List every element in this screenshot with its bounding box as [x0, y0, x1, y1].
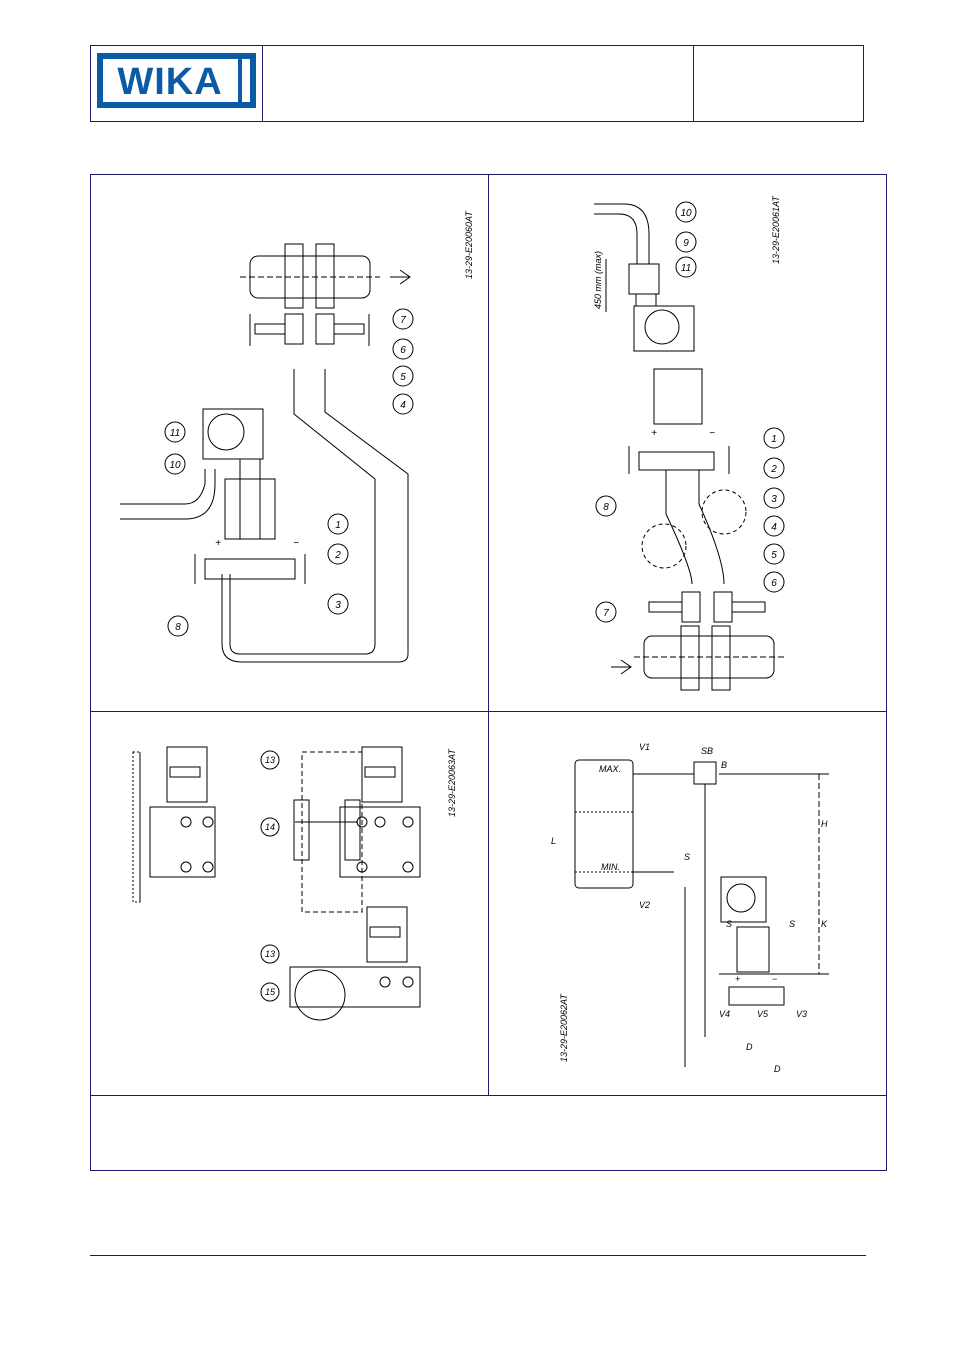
svg-text:WIKA: WIKA	[117, 61, 222, 103]
sign-minus-d: −	[772, 974, 777, 984]
callout-2b: 2	[770, 464, 777, 475]
panel-bottom-right-drawing: V1 SB B MAX. MIN. V2 S L H K S S V4 V5 V…	[551, 742, 829, 1074]
panel-top-left-drawing: 1 2 3 4 5 6 7 8 10 11 + − 13-29-E20060AT	[120, 210, 474, 663]
label-k: K	[821, 919, 828, 929]
label-l: L	[551, 836, 556, 846]
drawing-code-tl: 13-29-E20060AT	[464, 210, 474, 279]
callout-8b: 8	[603, 502, 609, 513]
callout-1b: 1	[771, 434, 777, 445]
callout-5b: 5	[771, 550, 777, 561]
header-divider-2	[693, 45, 694, 122]
label-s1: S	[684, 852, 690, 862]
callout-13a: 13	[265, 755, 275, 765]
label-v3: V3	[796, 1009, 807, 1019]
panel-bottom-left-drawing: 13 14 13 15 13-29-E20063AT	[132, 746, 457, 1021]
panel-top-right-drawing: 10 9 11 1 2 3 4 5 6 7 8 + − 450 mm (max)…	[593, 195, 785, 691]
label-max: MAX.	[599, 764, 621, 774]
callout-3: 3	[335, 600, 341, 611]
callout-10: 10	[169, 460, 181, 471]
horizontal-divider-1	[90, 711, 887, 712]
label-s2: S	[726, 919, 732, 929]
label-h: H	[821, 819, 828, 829]
vertical-divider	[488, 174, 489, 1095]
callout-9b: 9	[683, 238, 689, 249]
callout-6b: 6	[771, 578, 777, 589]
label-d1: D	[746, 1042, 753, 1052]
header-frame	[90, 45, 864, 122]
callout-11: 11	[170, 428, 180, 439]
header-title-cell	[270, 60, 680, 90]
label-s3: S	[789, 919, 795, 929]
sign-plus-b: +	[651, 428, 657, 439]
drawing-code-tr: 13-29-E20061AT	[771, 195, 781, 264]
callout-7b: 7	[603, 608, 609, 619]
sign-minus: −	[293, 538, 299, 549]
drawing-code-bl: 13-29-E20063AT	[447, 748, 457, 817]
label-v1: V1	[639, 742, 650, 752]
callout-14: 14	[265, 822, 275, 832]
callout-1: 1	[335, 520, 341, 531]
label-b: B	[721, 760, 727, 770]
callout-3b: 3	[771, 494, 777, 505]
drawing-code-br: 13-29-E20062AT	[559, 993, 569, 1062]
callout-15: 15	[265, 987, 276, 997]
callout-11b: 11	[681, 263, 691, 274]
label-v4: V4	[719, 1009, 730, 1019]
label-v5: V5	[757, 1009, 769, 1019]
callout-4: 4	[400, 400, 406, 411]
sign-plus-d: +	[735, 974, 740, 984]
dimension-label: 450 mm (max)	[593, 251, 603, 309]
callout-2: 2	[334, 550, 341, 561]
header-code-cell	[700, 60, 850, 90]
horizontal-divider-2	[90, 1095, 887, 1096]
sign-plus: +	[215, 538, 221, 549]
label-min: MIN.	[601, 862, 620, 872]
sign-minus-b: −	[709, 428, 715, 439]
footer-rule	[90, 1255, 866, 1256]
callout-13b: 13	[265, 949, 275, 959]
callout-10b: 10	[680, 208, 692, 219]
label-sb: SB	[701, 746, 713, 756]
callout-8: 8	[175, 622, 181, 633]
callout-4b: 4	[771, 522, 777, 533]
footer-note	[100, 1105, 870, 1155]
label-d2: D	[774, 1064, 781, 1074]
callout-5: 5	[400, 372, 406, 383]
callout-7: 7	[400, 315, 406, 326]
header-divider-1	[262, 45, 263, 122]
wika-logo: WIKA	[97, 53, 256, 108]
label-v2: V2	[639, 900, 650, 910]
callout-6: 6	[400, 345, 406, 356]
